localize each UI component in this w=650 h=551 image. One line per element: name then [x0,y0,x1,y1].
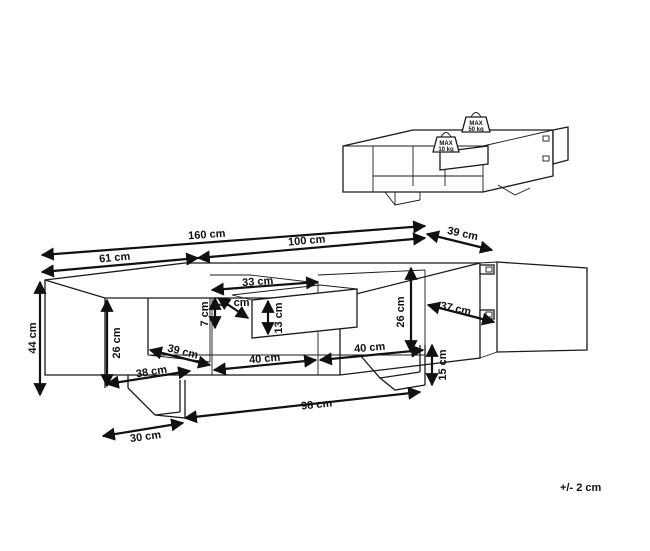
label-98: 98 cm [301,397,333,412]
label-40-b: 40 cm [354,341,386,356]
weight-10kg-icon: MAX 10 kg [432,132,460,153]
label-30: 30 cm [129,429,162,445]
max-drawer-label-1: MAX [439,141,452,147]
max-drawer-label-2: 10 kg [438,147,454,153]
label-32: 32 cm [218,297,249,309]
max-top-label-1: MAX [469,121,482,127]
label-38: 38 cm [135,364,168,381]
label-7: 7 cm [199,301,211,326]
preview-illustration: MAX 50 kg MAX 10 kg [342,112,569,206]
label-26-left: 26 cm [111,327,123,358]
dimension-lines [33,220,496,441]
label-100: 100 cm [288,233,326,248]
tolerance-note: +/- 2 cm [560,482,602,494]
label-26-right: 26 cm [395,296,407,327]
label-13: 13 cm [273,302,285,333]
max-top-label-2: 50 kg [468,127,484,133]
main-cabinet [44,261,588,419]
label-15: 15 cm [437,349,449,380]
label-44: 44 cm [27,322,39,353]
label-40-a: 40 cm [249,352,281,367]
label-33: 33 cm [242,275,274,289]
label-61: 61 cm [99,251,131,266]
label-160: 160 cm [188,228,226,243]
weight-50kg-icon: MAX 50 kg [461,112,491,133]
